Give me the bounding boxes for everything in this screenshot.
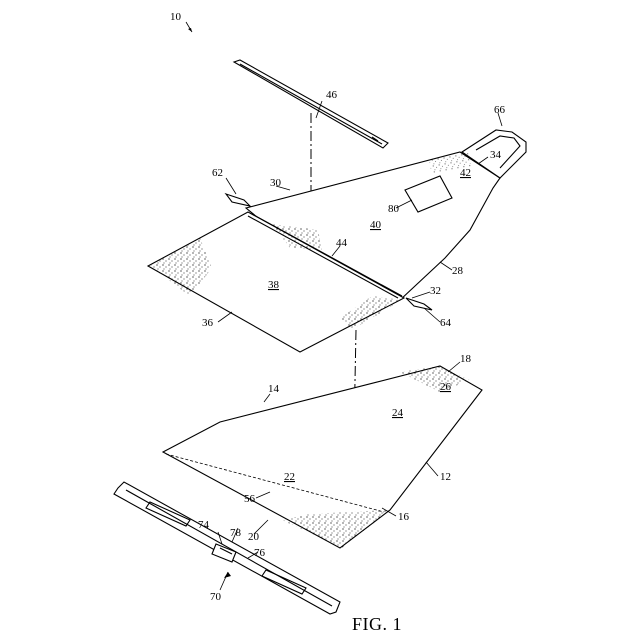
ref-26: 26	[440, 381, 452, 393]
tab-64	[406, 298, 432, 310]
ref-74: 74	[198, 519, 210, 531]
ref-76: 76	[254, 547, 266, 559]
figure-caption: FIG. 1	[352, 614, 402, 634]
ref-46: 46	[326, 89, 338, 101]
ref-16: 16	[398, 511, 410, 523]
ref-42: 42	[460, 167, 471, 179]
ref-70: 70	[210, 591, 222, 603]
ref-10: 10	[170, 11, 182, 23]
ref-24: 24	[392, 407, 404, 419]
ref-20: 20	[248, 531, 260, 543]
ref-56: 56	[244, 493, 256, 505]
bag-sheet-12	[163, 366, 482, 548]
ref-14: 14	[268, 383, 280, 395]
ref-38: 38	[268, 279, 280, 291]
ref-80: 80	[388, 203, 400, 215]
ref-22: 22	[284, 471, 295, 483]
ref-32: 32	[430, 285, 441, 297]
ref-40: 40	[370, 219, 382, 231]
ref-12: 12	[440, 471, 451, 483]
assembly-reference	[186, 22, 192, 32]
ref-28: 28	[452, 265, 464, 277]
ref-36: 36	[202, 317, 214, 329]
ref-78: 78	[230, 527, 242, 539]
ref-34: 34	[490, 149, 502, 161]
ref-44: 44	[336, 237, 348, 249]
tab-62	[226, 194, 250, 206]
ref-62: 62	[212, 167, 223, 179]
ref-66: 66	[494, 104, 506, 116]
ref-30: 30	[270, 177, 282, 189]
ref-18: 18	[460, 353, 472, 365]
ref-64: 64	[440, 317, 452, 329]
